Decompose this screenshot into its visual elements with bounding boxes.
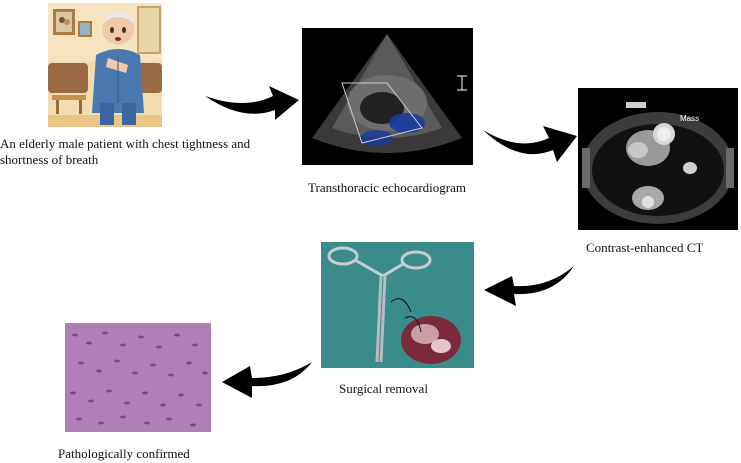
patient-illustration: [48, 3, 162, 127]
arrow-left-icon: [222, 358, 314, 398]
caption-pathology: Pathologically confirmed: [58, 446, 238, 462]
echocardiogram-image: [302, 28, 473, 165]
mass-label: Mass: [680, 114, 699, 123]
caption-surgery: Surgical removal: [339, 381, 479, 397]
caption-ct: Contrast-enhanced CT: [586, 240, 736, 256]
surgical-specimen-image: [321, 242, 474, 368]
arrow-left-icon: [484, 262, 576, 310]
arrow-right-icon: [205, 82, 300, 122]
ct-scan-image: Mass: [578, 88, 738, 230]
caption-echo: Transthoracic echocardiogram: [308, 180, 508, 196]
pathology-image: [65, 323, 211, 432]
arrow-right-icon: [483, 120, 578, 162]
caption-patient: An elderly male patient with chest tight…: [0, 136, 260, 168]
